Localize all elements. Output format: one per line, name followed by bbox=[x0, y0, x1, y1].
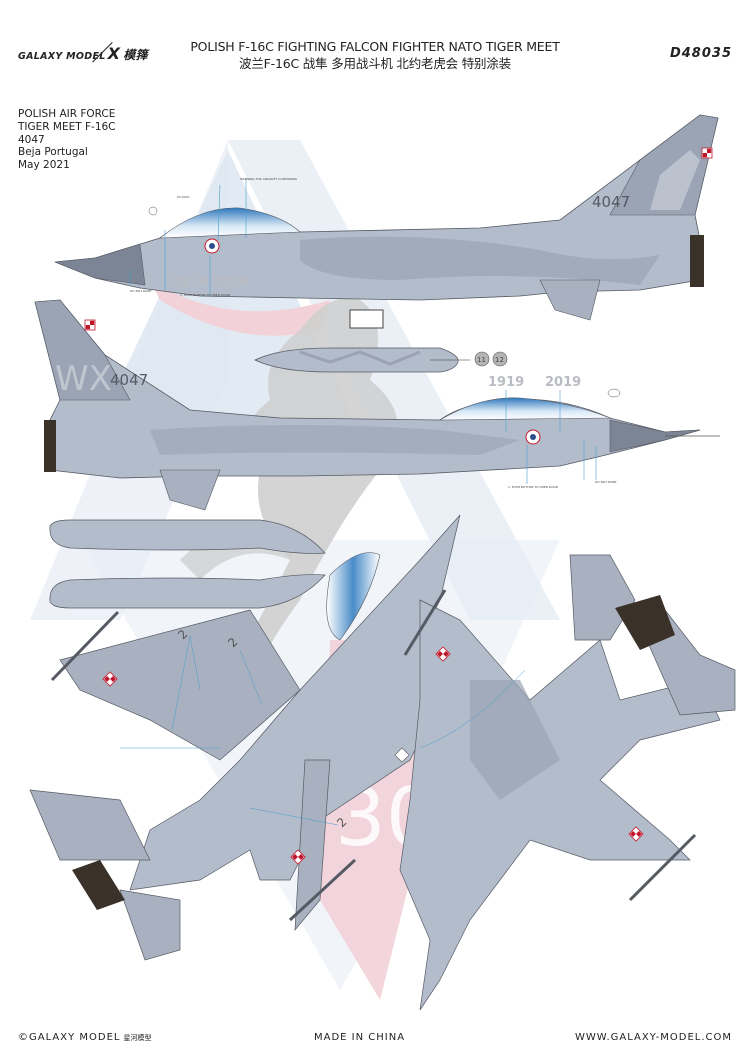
copyright-cn: 星河模型 bbox=[123, 1034, 152, 1042]
brand-mark: X bbox=[107, 44, 121, 63]
svg-text:DO NOT PAINT: DO NOT PAINT bbox=[595, 480, 617, 484]
operator-label: POLISH AIR FORCE bbox=[18, 108, 116, 120]
footer-origin: MADE IN CHINA bbox=[314, 1032, 406, 1043]
title-chinese: 波兰F-16C 战隼 多用战斗机 北约老虎会 特别涂装 bbox=[239, 56, 511, 71]
sheet-title: POLISH F-16C FIGHTING FALCON FIGHTER NAT… bbox=[0, 38, 750, 72]
svg-text:1919: 1919 bbox=[488, 375, 524, 390]
svg-text:1. PUSH BUTTON TO OPEN DOOR: 1. PUSH BUTTON TO OPEN DOOR bbox=[508, 485, 558, 489]
footer-website[interactable]: WWW.GALAXY-MODEL.COM bbox=[574, 1032, 732, 1043]
svg-text:DO NOT PAINT: DO NOT PAINT bbox=[130, 289, 152, 293]
svg-text:03-0047: 03-0047 bbox=[177, 195, 190, 199]
left-side-profile: 4047 1919 2019 DO NOT PAINT 03-0047 1. P… bbox=[54, 114, 719, 329]
copyright-text: ©GALAXY MODEL bbox=[18, 1032, 121, 1043]
svg-text:12: 12 bbox=[495, 356, 504, 364]
right-side-profile: WX 4047 1919 2019 DO NOT PAINT 1. PUSH B… bbox=[34, 299, 720, 511]
bottom-plan-view bbox=[394, 554, 736, 1011]
wing-strake-pieces bbox=[49, 519, 326, 609]
svg-text:4047: 4047 bbox=[110, 371, 148, 389]
serial-label: 4047 bbox=[18, 133, 45, 146]
product-code: D48035 bbox=[669, 46, 732, 61]
svg-text:2019: 2019 bbox=[545, 375, 581, 390]
external-fuel-tank: 11 12 bbox=[254, 347, 508, 373]
brand-name: GALAXY MODEL bbox=[18, 51, 106, 62]
svg-text:WARNING FOR AIRCRAFT CONTAININ: WARNING FOR AIRCRAFT CONTAINING bbox=[240, 177, 298, 181]
date-label: May 2021 bbox=[18, 159, 70, 172]
svg-text:1919: 1919 bbox=[172, 275, 208, 290]
svg-text:2019: 2019 bbox=[213, 275, 249, 290]
location-label: Beja Portugal bbox=[18, 146, 88, 159]
svg-text:1. PUSH BUTTON TO OPEN DOOR: 1. PUSH BUTTON TO OPEN DOOR bbox=[180, 293, 230, 297]
type-label: TIGER MEET F-16C bbox=[18, 120, 116, 133]
top-plan-view: 2 2 2 bbox=[29, 514, 461, 961]
aircraft-info-block: POLISH AIR FORCE TIGER MEET F-16C 4047 B… bbox=[18, 108, 116, 172]
title-english: POLISH F-16C FIGHTING FALCON FIGHTER NAT… bbox=[190, 39, 560, 54]
brand-name-cn: 模箨 bbox=[123, 48, 148, 62]
svg-text:WX: WX bbox=[55, 359, 112, 399]
svg-text:4047: 4047 bbox=[592, 193, 630, 211]
svg-text:11: 11 bbox=[477, 356, 486, 364]
